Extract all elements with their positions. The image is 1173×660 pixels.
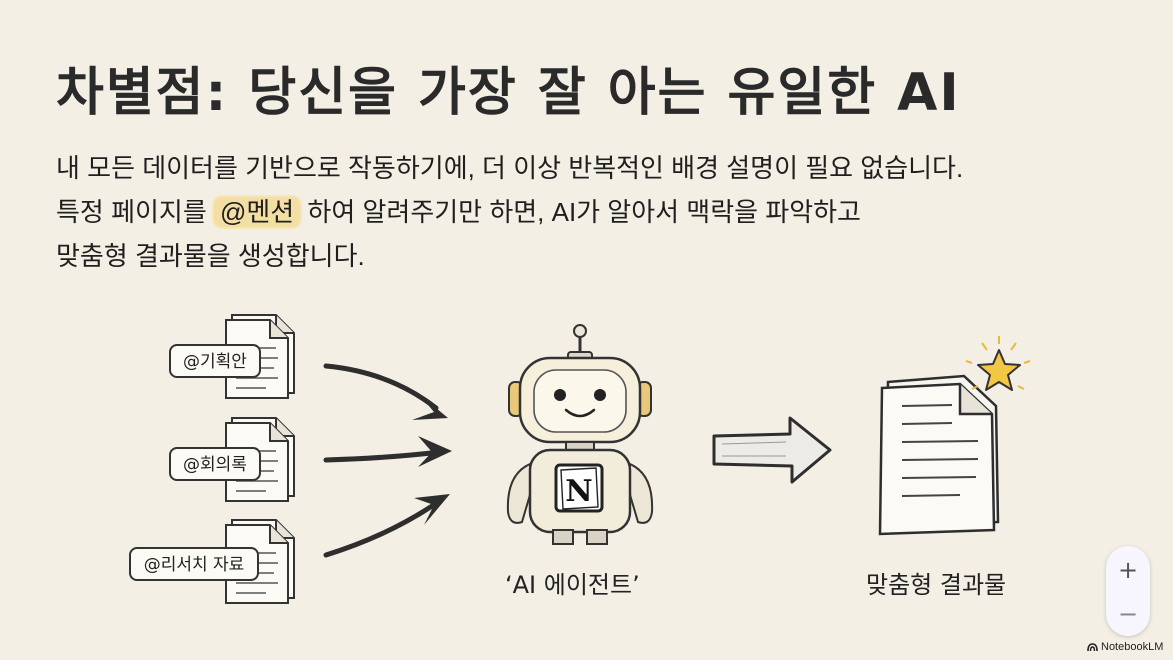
description-line-2-after: 하여 알려주기만 하면, AI가 알아서 맥락을 파악하고 xyxy=(300,197,861,227)
description-line-2-before: 특정 페이지를 xyxy=(56,197,214,227)
workflow-diagram: @기획안 @회의록 @리서치 자료 xyxy=(129,314,1031,604)
notion-logo-icon: N xyxy=(554,463,604,513)
input-tag-3: @리서치 자료 xyxy=(129,547,259,581)
page-title: 차별점: 당신을 가장 잘 아는 유일한 AI xyxy=(56,63,961,123)
zoom-control: + − xyxy=(1106,546,1150,636)
zoom-in-button[interactable]: + xyxy=(1117,556,1139,584)
input-tag-2-label: @회의록 xyxy=(183,455,247,475)
output-caption: 맞춤형 결과물 xyxy=(866,571,1007,599)
input-tag-2: @회의록 xyxy=(169,447,261,481)
description-line-3: 맞춤형 결과물을 생성합니다. xyxy=(56,241,365,271)
input-arrows xyxy=(323,363,452,558)
star-icon xyxy=(965,336,1031,391)
input-tag-3-label: @리서치 자료 xyxy=(144,555,245,575)
robot-illustration: N xyxy=(506,324,654,545)
description-line-2: 특정 페이지를 @멘션 하여 알려주기만 하면, AI가 알아서 맥락을 파악하… xyxy=(56,190,1136,234)
description: 내 모든 데이터를 기반으로 작동하기에, 더 이상 반복적인 배경 설명이 필… xyxy=(56,146,1136,278)
input-tag-1-label: @기획안 xyxy=(183,352,247,372)
brand-watermark: NotebookLM xyxy=(1087,641,1163,653)
notebooklm-logo-icon xyxy=(1087,642,1098,651)
zoom-out-button[interactable]: − xyxy=(1117,600,1139,628)
brand-name: NotebookLM xyxy=(1101,641,1164,653)
robot-caption: ‘AI 에이전트’ xyxy=(505,571,640,599)
output-document xyxy=(878,374,1000,536)
output-arrow xyxy=(712,416,832,484)
description-line-1: 내 모든 데이터를 기반으로 작동하기에, 더 이상 반복적인 배경 설명이 필… xyxy=(56,153,964,183)
input-tag-1: @기획안 xyxy=(169,344,261,378)
notion-logo-letter: N xyxy=(565,474,592,509)
mention-highlight: @멘션 xyxy=(213,197,301,227)
